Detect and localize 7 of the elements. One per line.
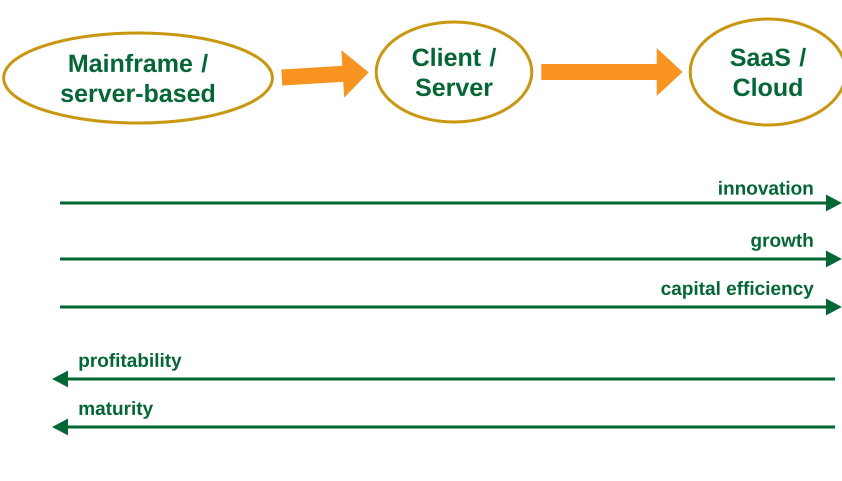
arrow-label: innovation: [719, 180, 813, 195]
arrow-label: profitability: [79, 353, 182, 371]
ellipse-node: Client / Server: [374, 20, 534, 124]
arrow-label: maturity: [79, 401, 154, 419]
arrow-label: capital efficiency: [661, 281, 814, 299]
ellipse-node: Mainframe / server-based: [2, 32, 274, 124]
arrow-label: growth: [751, 233, 813, 251]
